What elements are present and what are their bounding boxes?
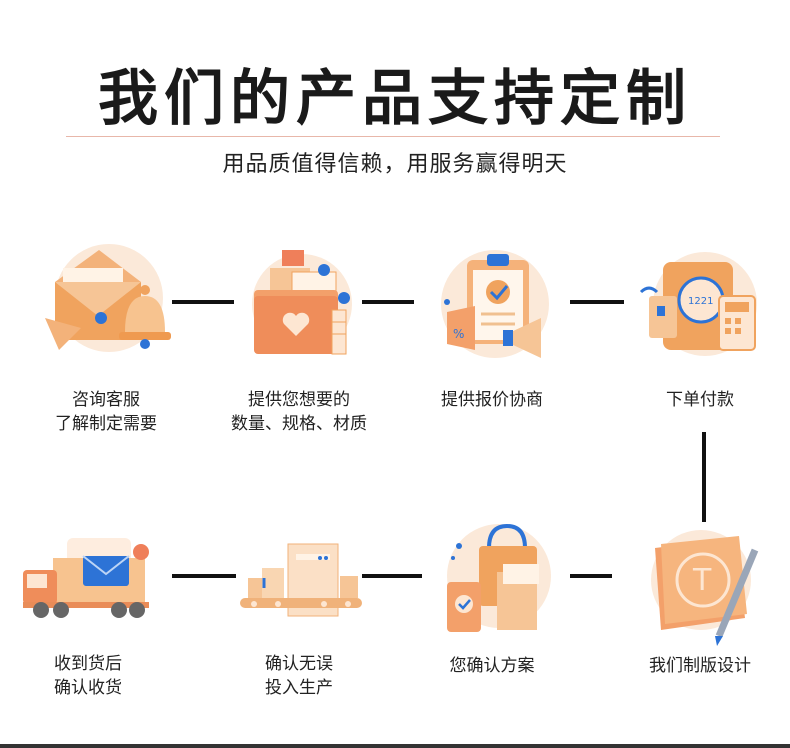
envelope-bell-icon: [45, 244, 171, 352]
step-label-line1: 咨询客服: [72, 390, 140, 410]
title-divider: [66, 136, 720, 137]
folder-heart-icon: [252, 250, 352, 355]
svg-text:%: %: [453, 327, 464, 341]
blueprint-pencil-icon: T: [651, 530, 759, 646]
page-title: 我们的产品支持定制: [98, 64, 692, 134]
step-label-line2: 了解制定需要: [55, 414, 157, 434]
connector-line: [702, 432, 706, 522]
step-label-line1: 下单付款: [666, 390, 734, 410]
delivery-truck-icon: [23, 538, 149, 618]
clipboard-check-icon: %: [441, 250, 549, 358]
connector-line: [362, 574, 422, 578]
connector-line: [172, 300, 234, 304]
connector-line: [570, 574, 612, 578]
step-label-line1: 提供报价协商: [441, 390, 543, 410]
step-label-line1: 您确认方案: [449, 656, 535, 676]
payment-card-icon: 1221: [639, 252, 757, 356]
connector-line: [172, 574, 236, 578]
shopping-bag-box-icon: [447, 523, 551, 632]
step-label-line2: 数量、规格、材质: [231, 414, 367, 434]
connector-line: [570, 300, 624, 304]
page-subtitle: 用品质值得信赖，用服务赢得明天: [222, 152, 568, 177]
svg-text:T: T: [692, 563, 712, 598]
bottom-border: [0, 744, 790, 748]
production-line-icon: [240, 543, 362, 617]
card-number-text: 1221: [688, 296, 713, 307]
connector-line: [362, 300, 414, 304]
step-label-line1: 提供您想要的: [248, 390, 350, 410]
step-label-line1: 确认无误: [265, 654, 333, 674]
step-label-line2: 确认收货: [54, 678, 122, 698]
step-label-line1: 我们制版设计: [649, 656, 751, 676]
step-label-line2: 投入生产: [265, 678, 333, 698]
step-label-line1: 收到货后: [54, 654, 122, 674]
